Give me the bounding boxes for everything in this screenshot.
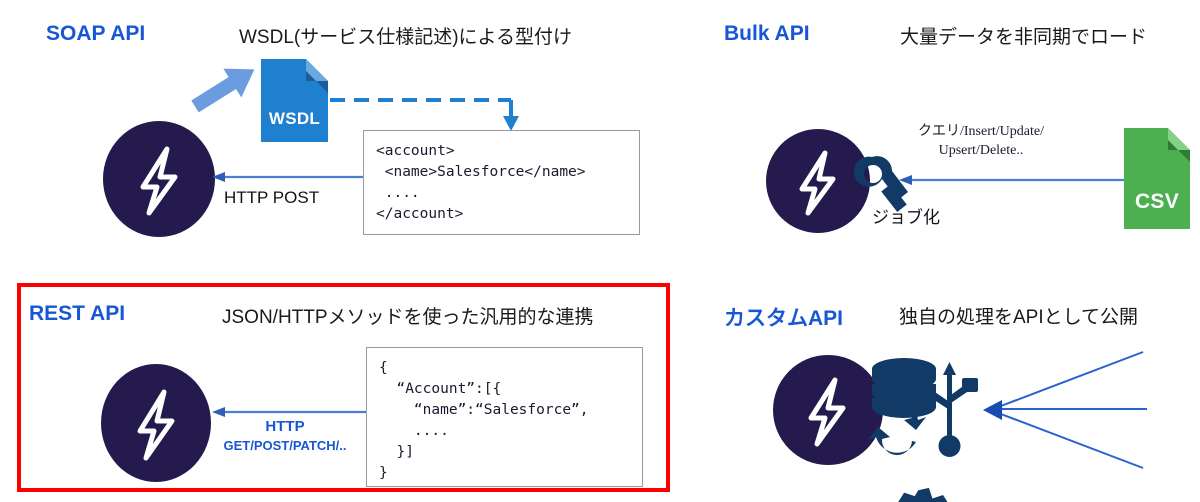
- bulk-operations-line2: Upsert/Delete..: [938, 142, 1024, 158]
- bulk-operations-label: クエリ/Insert/Update/ Upsert/Delete..: [886, 123, 1076, 161]
- database-gear-usb-icon: [868, 358, 978, 502]
- rest-api-title: REST API: [29, 302, 126, 325]
- salesforce-bolt-icon: [101, 364, 211, 482]
- salesforce-bolt-icon: [773, 355, 883, 465]
- left-arrow-icon: [899, 175, 1124, 185]
- wsdl-file-icon: WSDL: [261, 59, 328, 142]
- soap-api-description: WSDL(サービス仕様記述)による型付け: [239, 27, 572, 48]
- rest-code-box: { “Account”:[{ “name”:“Salesforce”, ....…: [366, 347, 643, 487]
- soap-api-title: SOAP API: [46, 22, 146, 45]
- rest-api-section: REST API JSON/HTTPメソッドを使った汎用的な連携 HTTP GE…: [0, 270, 700, 502]
- rest-code-text: { “Account”:[{ “name”:“Salesforce”, ....…: [379, 360, 589, 482]
- custom-api-title: カスタムAPI: [724, 307, 844, 330]
- dashed-arrow-icon: [330, 98, 519, 131]
- fan-in-arrows-icon: [983, 351, 1147, 469]
- bulk-api-title: Bulk API: [724, 22, 810, 45]
- soap-api-section: SOAP API WSDL(サービス仕様記述)による型付け WSDL HTTP …: [0, 0, 700, 270]
- salesforce-bolt-icon: [103, 121, 215, 237]
- wrench-icon: [853, 156, 908, 212]
- blue-block-arrow-icon: [191, 68, 255, 113]
- bulk-api-description: 大量データを非同期でロード: [900, 27, 1148, 48]
- csv-file-label: CSV: [1134, 190, 1180, 213]
- http-post-arrow-icon: [212, 172, 370, 182]
- bulk-operations-line1: クエリ/Insert/Update/: [918, 124, 1044, 139]
- csv-file-icon: CSV: [1124, 128, 1190, 229]
- left-arrow-icon: [212, 407, 368, 417]
- red-highlight-frame: [17, 283, 670, 492]
- soap-code-text: <account> <name>Salesforce</name> .... <…: [376, 143, 586, 223]
- salesforce-bolt-icon: [766, 129, 870, 233]
- rest-arrow-label-line2: GET/POST/PATCH/..: [223, 437, 347, 453]
- soap-code-box: <account> <name>Salesforce</name> .... <…: [363, 130, 640, 235]
- custom-api-section: カスタムAPI 独自の処理をAPIとして公開: [700, 270, 1200, 502]
- bulk-job-label: ジョブ化: [872, 208, 940, 227]
- bulk-api-section: Bulk API 大量データを非同期でロード クエリ/Insert/Update…: [700, 0, 1200, 270]
- rest-arrow-label: HTTP GET/POST/PATCH/..: [205, 418, 365, 456]
- soap-arrow-label: HTTP POST: [224, 188, 320, 207]
- custom-api-description: 独自の処理をAPIとして公開: [899, 307, 1139, 328]
- rest-arrow-label-line1: HTTP: [265, 418, 305, 435]
- wsdl-file-label: WSDL: [268, 109, 321, 128]
- rest-api-description: JSON/HTTPメソッドを使った汎用的な連携: [222, 307, 594, 328]
